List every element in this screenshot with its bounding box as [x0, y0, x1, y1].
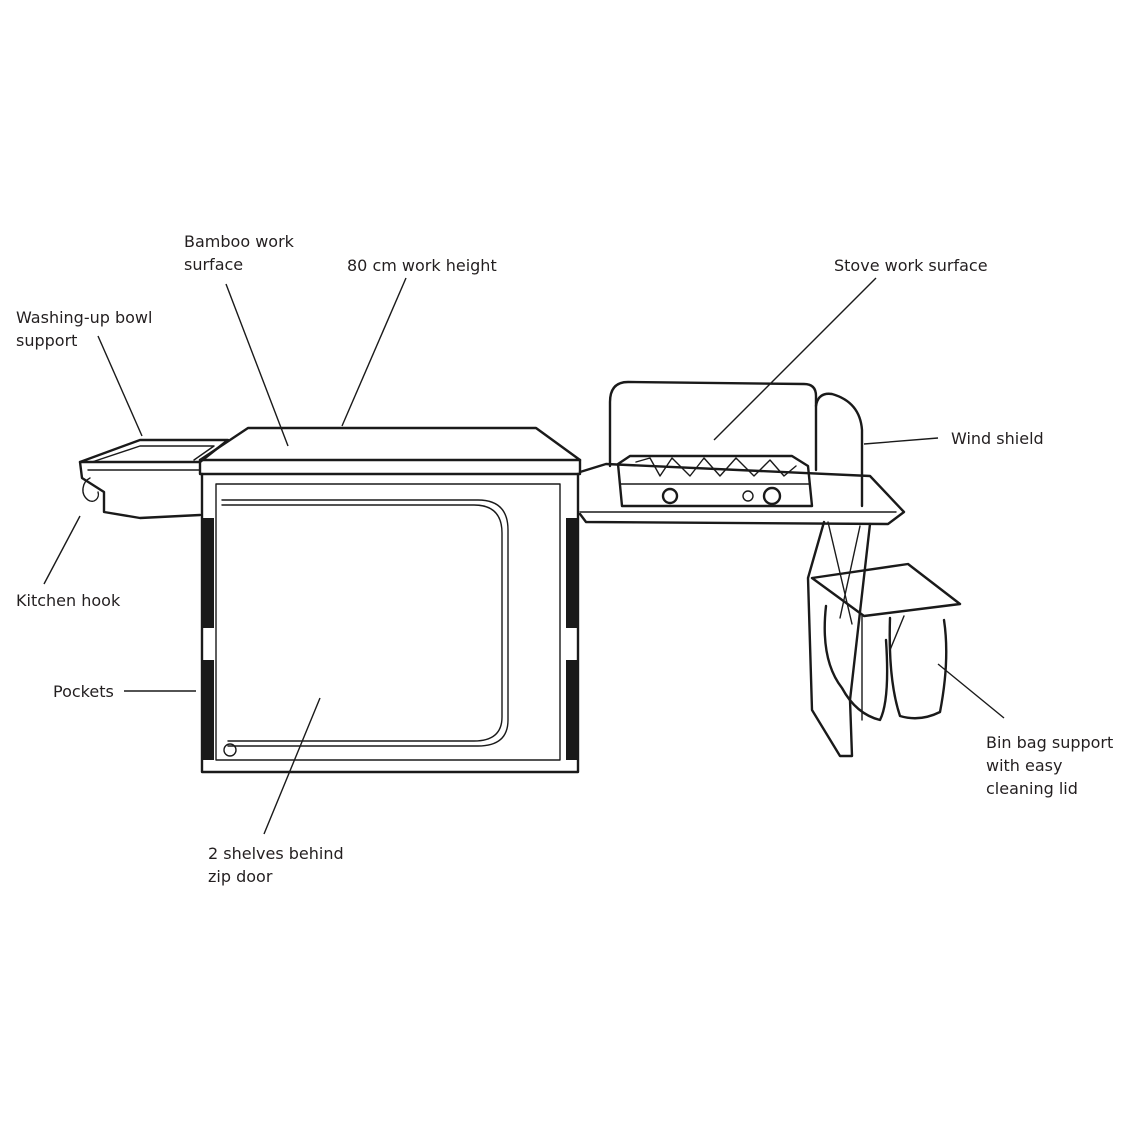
leader-wind-shield	[863, 437, 939, 445]
leader-kitchen-hook	[43, 515, 81, 585]
label-bin-line-3: cleaning lid	[986, 779, 1078, 798]
pocket-left-lower	[202, 660, 214, 760]
leader-shelves	[263, 697, 321, 835]
cabinet-body	[200, 472, 580, 774]
label-washing-line-1: Washing-up bowl	[16, 308, 153, 327]
label-bamboo-line-2: surface	[184, 255, 244, 274]
washing-up-bowl-support	[78, 438, 230, 520]
label-bin-bag-support: Bin bag support with easy cleaning lid	[986, 731, 1113, 800]
label-washing-line-2: support	[16, 331, 78, 350]
leader-washing	[97, 335, 143, 437]
wind-shield	[608, 380, 864, 508]
stove-legs	[806, 520, 872, 758]
leader-stove-surface	[713, 277, 877, 441]
bamboo-work-surface	[198, 426, 582, 476]
leader-lines	[43, 277, 1005, 835]
label-washing-up-bowl-support: Washing-up bowl support	[16, 306, 152, 352]
pocket-left-upper	[202, 518, 214, 628]
label-pockets: Pockets	[53, 682, 114, 701]
pocket-right-upper	[566, 518, 578, 628]
pocket-right-lower	[566, 660, 578, 760]
label-stove-work-surface: Stove work surface	[834, 256, 988, 275]
label-wind-shield: Wind shield	[951, 429, 1044, 448]
label-bamboo-line-1: Bamboo work	[184, 232, 294, 251]
label-bamboo-work-surface: Bamboo work surface	[184, 230, 294, 276]
leader-work-height	[341, 277, 407, 427]
label-shelves-line-2: zip door	[208, 867, 273, 886]
label-shelves-behind-zip-door: 2 shelves behind zip door	[208, 842, 344, 888]
leader-bin-bag	[937, 663, 1005, 719]
label-work-height: 80 cm work height	[347, 256, 497, 275]
bin-bag-support	[810, 562, 962, 722]
zip-door	[221, 499, 509, 747]
label-kitchen-hook: Kitchen hook	[16, 591, 121, 610]
label-bin-line-2: with easy	[986, 756, 1063, 775]
label-bin-line-1: Bin bag support	[986, 733, 1114, 752]
label-shelves-line-1: 2 shelves behind	[208, 844, 344, 863]
stove-work-surface	[578, 462, 906, 526]
stove	[616, 454, 814, 508]
leader-bamboo	[225, 283, 289, 447]
kitchen-hook	[82, 477, 100, 502]
